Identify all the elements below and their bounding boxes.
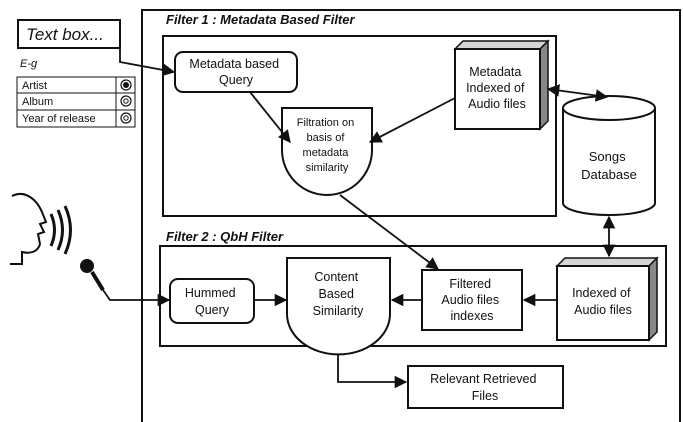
option-label: Year of release	[22, 113, 96, 125]
arrow-query-to-filtration	[249, 91, 291, 143]
radio-selected-icon[interactable]	[120, 79, 132, 91]
text-box[interactable]: Text box...	[17, 19, 121, 49]
index-line: Audio files	[468, 97, 526, 111]
system-frame	[141, 9, 681, 422]
options-table: Artist Album Year of release	[16, 76, 136, 128]
arrow-textbox-to-query	[119, 48, 176, 77]
svg-text:Filtered Audio files: Filtered Audio files indexes	[441, 277, 502, 323]
retrieved-files-box: Relevant Retrieved Files	[407, 365, 564, 409]
svg-text:Content Based Simi: Content Based Similarity	[313, 270, 364, 318]
index-line: Metadata	[469, 65, 521, 79]
option-label: Artist	[22, 80, 47, 92]
text-box-label: Text box...	[26, 25, 104, 44]
audio-index-line: Audio files	[574, 303, 632, 317]
option-label: Album	[22, 96, 53, 108]
svg-text:Metadata Indexed of: Metadata Indexed of Audio files	[466, 65, 528, 111]
filtered-line: Filtered	[449, 277, 491, 291]
query-line: Metadata based	[189, 57, 279, 71]
filter2-title: Filter 2 : QbH Filter	[166, 229, 284, 244]
radio-unselected-icon[interactable]	[120, 112, 132, 124]
hummed-line: Hummed	[185, 286, 236, 300]
songs-database-cylinder: Songs Database	[562, 95, 656, 216]
filtration-line: metadata	[303, 147, 350, 159]
svg-text:Metadata based Query: Metadata based Query	[189, 57, 282, 87]
filtered-indexes-box: Filtered Audio files indexes	[421, 269, 523, 331]
filtered-line: indexes	[450, 309, 493, 323]
result-line: Files	[472, 389, 498, 403]
database-line: Database	[581, 167, 637, 182]
filtration-line: basis of	[307, 132, 346, 144]
arrow-content-to-result	[337, 354, 408, 389]
svg-text:Indexed of Audio files: Indexed of Audio files	[572, 286, 634, 317]
option-row-album[interactable]: Album	[22, 95, 132, 108]
arrow-mic-to-hummed	[102, 289, 171, 307]
content-line: Based	[319, 287, 354, 301]
filtration-line: Filtration on	[297, 117, 354, 129]
audio-index-line: Indexed of	[572, 286, 631, 300]
filtration-node: Filtration on basis of metadata similari…	[281, 107, 373, 196]
query-line: Query	[219, 73, 254, 87]
filtered-line: Audio files	[441, 293, 499, 307]
audio-index-block: Indexed of Audio files	[555, 256, 659, 342]
svg-text:Hummed Query: Hummed Query	[185, 286, 239, 317]
database-line: Songs	[589, 149, 626, 164]
result-line: Relevant Retrieved	[430, 372, 536, 386]
example-label: E-g	[20, 58, 38, 70]
content-line: Similarity	[313, 304, 364, 318]
arrow-index-to-filtration	[368, 97, 456, 143]
hummed-query-box: Hummed Query	[169, 278, 255, 324]
svg-text:Relevant Retrieved Files: Relevant Retrieved Files	[430, 372, 540, 403]
radio-unselected-icon[interactable]	[120, 95, 132, 107]
arrow-filtration-to-filtered	[339, 194, 440, 270]
arrow-index-database	[546, 84, 609, 102]
filter1-title: Filter 1 : Metadata Based Filter	[166, 12, 355, 27]
svg-text:Songs Database: Songs Database	[581, 149, 637, 182]
svg-text:Filtration on basis of: Filtration on basis of metadata similari…	[297, 117, 358, 174]
speaking-person-icon	[10, 193, 72, 265]
metadata-index-block: Metadata Indexed of Audio files	[453, 39, 550, 131]
hummed-line: Query	[195, 303, 230, 317]
content-similarity-node: Content Based Similarity	[286, 257, 391, 356]
content-line: Content	[314, 270, 358, 284]
option-row-artist[interactable]: Artist	[22, 79, 132, 92]
filtration-line: similarity	[306, 162, 349, 174]
index-line: Indexed of	[466, 81, 525, 95]
microphone-icon	[80, 259, 105, 292]
metadata-query-box: Metadata based Query	[174, 51, 298, 93]
option-row-year[interactable]: Year of release	[22, 112, 132, 125]
